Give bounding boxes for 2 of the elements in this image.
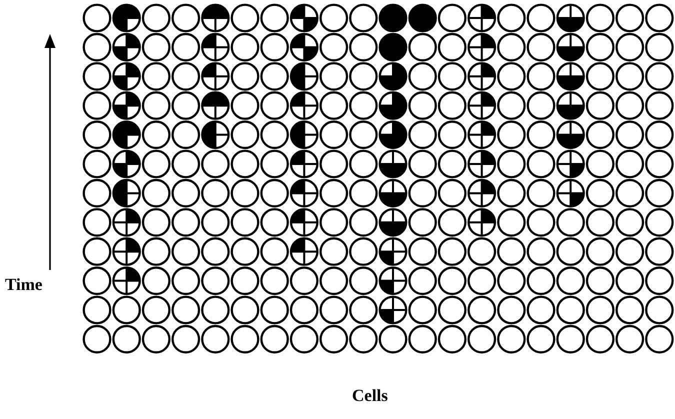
axis-label: Time <box>5 275 42 295</box>
axis-label: Cells <box>352 386 388 406</box>
